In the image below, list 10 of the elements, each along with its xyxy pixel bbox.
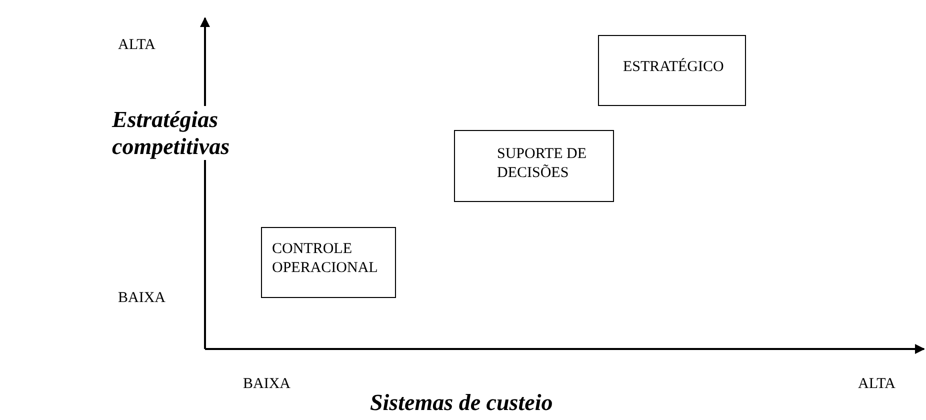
level-box	[261, 227, 396, 298]
box-label: CONTROLE OPERACIONAL	[272, 240, 379, 278]
level-box	[598, 35, 746, 106]
axis-tick-label: ALTA	[118, 36, 156, 55]
box-label: SUPORTE DE DECISÕES	[497, 145, 588, 183]
axis-tick-label: BAIXA	[118, 289, 166, 308]
box-label: ESTRATÉGICO	[623, 58, 725, 77]
axis-tick-label: ALTA	[858, 375, 896, 394]
axis-tick-label: BAIXA	[243, 375, 290, 394]
level-box	[454, 130, 614, 202]
